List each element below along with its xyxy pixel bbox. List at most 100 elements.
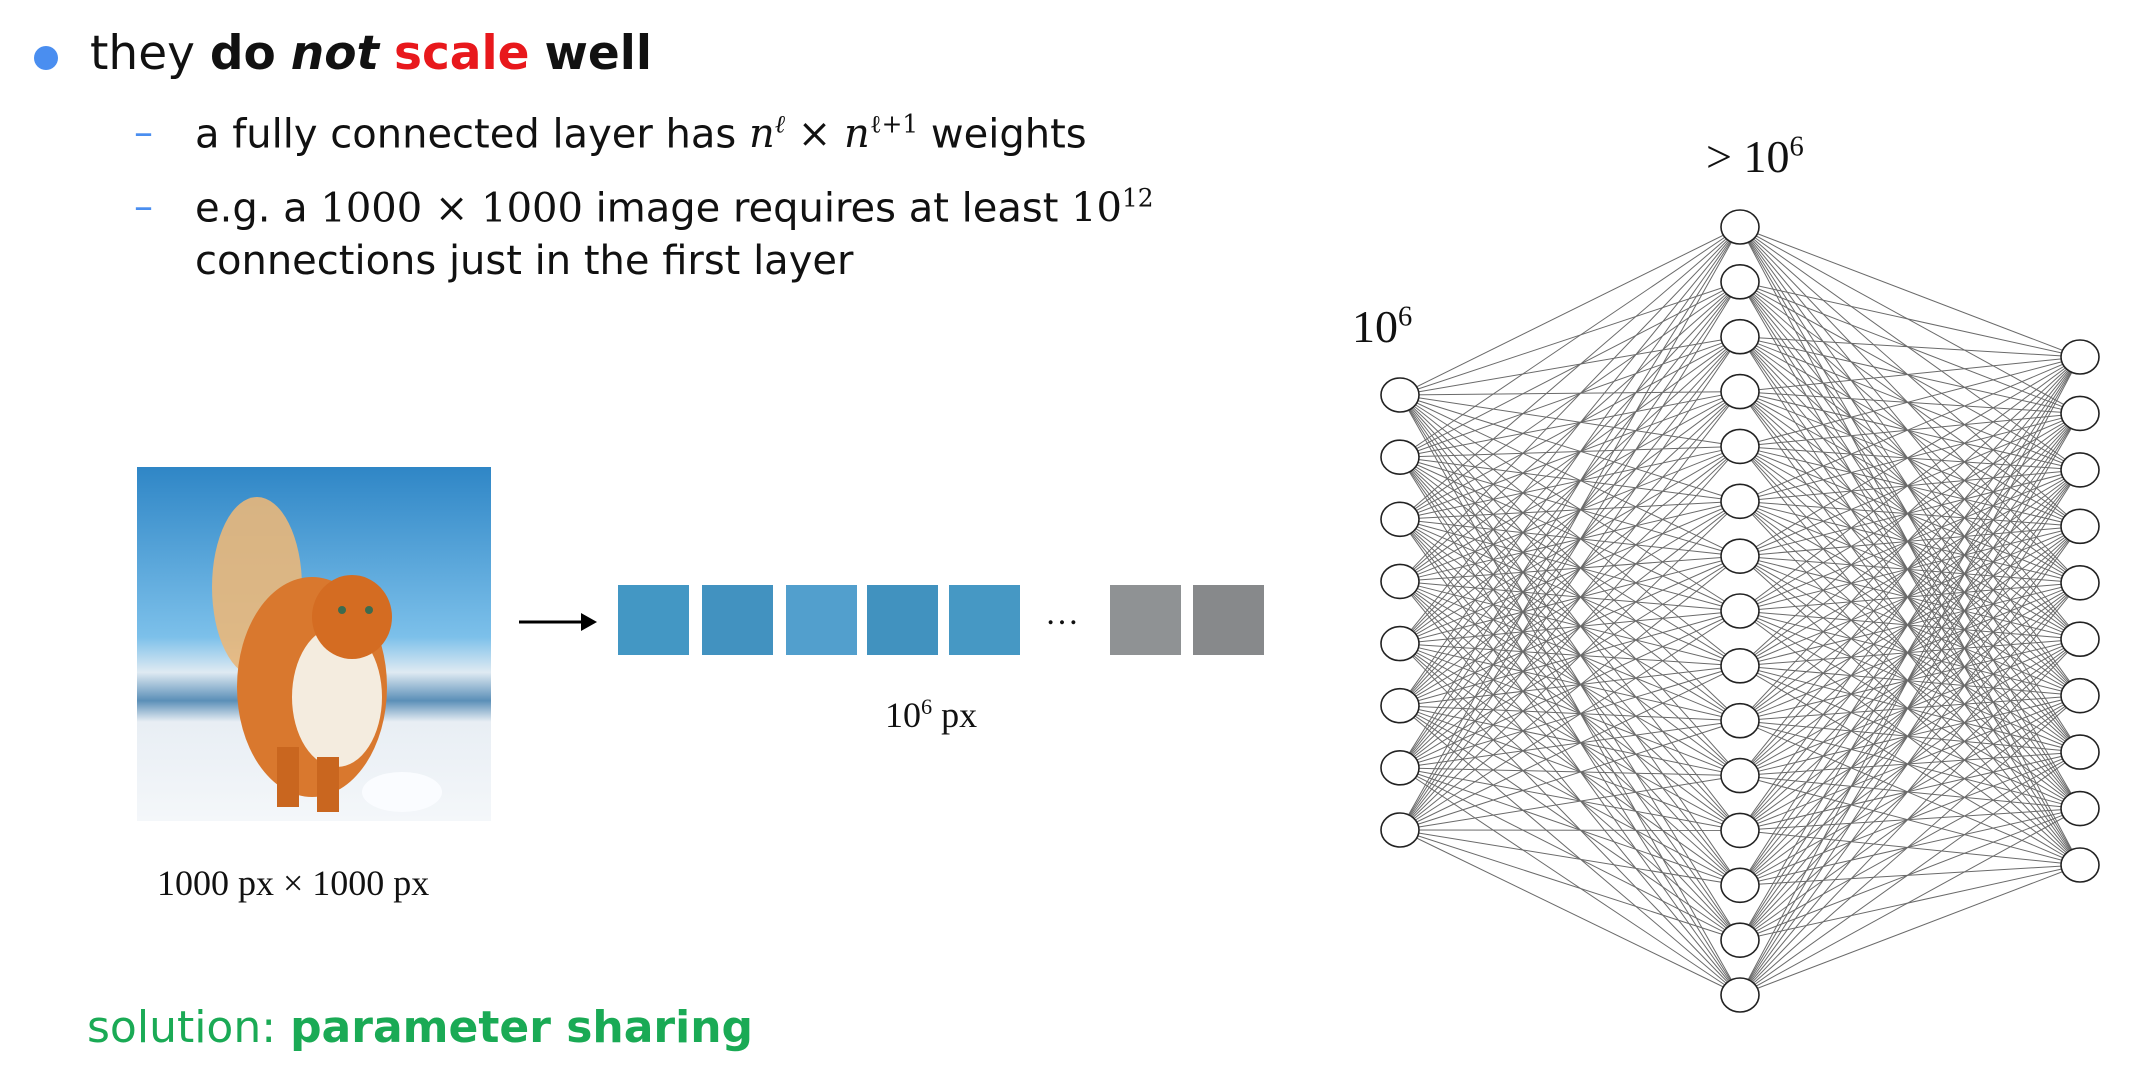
pixel-block-gray [1193,585,1264,655]
connection-edge [1739,445,2081,640]
connection-edge [1739,808,2081,886]
connection-edge [1399,518,1741,667]
connection-edge [1399,391,1741,582]
connection-edge [1399,394,1741,667]
connection-edge [1739,413,2081,612]
connection-edge [1739,391,2081,414]
connection-edge [1739,582,2081,667]
hidden-node [1720,483,1760,520]
connection-edge [1739,638,2081,831]
connection-edge [1739,336,2081,753]
connection-edge [1739,751,2081,941]
connection-edge [1399,226,1741,582]
connection-edge [1399,391,1741,831]
connection-edge [1399,394,1741,831]
connection-edge [1399,518,1741,941]
connection-edge [1739,555,2081,584]
hidden-node [1720,318,1760,355]
connection-edge [1739,336,2081,471]
connection-edge [1399,705,1741,831]
connection-edge [1399,226,1741,458]
connection-edge [1739,469,2081,667]
connection-edge [1739,555,2081,809]
connection-edge [1739,695,2081,777]
connection-edge [1739,356,2081,722]
connection-edge [1399,665,1741,769]
connection-edge [1399,829,1741,886]
hidden-node [1720,593,1760,629]
connection-edge [1399,518,1741,886]
connection-edge [1399,581,1741,996]
connection-edge [1399,394,1741,557]
arrow-icon [519,613,597,631]
connection-edge [1399,555,1741,769]
connection-edge [1399,456,1741,776]
connection-edge [1399,705,1741,941]
connection-edge [1399,643,1741,941]
output-node [2060,508,2100,545]
connection-edge [1399,705,1741,996]
connection-edge [1739,775,2081,866]
connection-edge [1739,751,2081,886]
connection-edge [1739,695,2081,996]
connection-edge [1739,391,2081,471]
connection-edge [1739,391,2081,527]
connection-edge [1399,456,1741,722]
hidden-node [1720,428,1760,465]
connection-edge [1739,582,2081,886]
text-scale: scale [393,26,530,81]
solution-line: solution: parameter sharing [87,1002,753,1053]
connection-edge [1739,500,2081,584]
connection-edge [1399,391,1741,707]
connection-edge [1739,356,2081,886]
hidden-node [1720,702,1760,739]
sub-bullet-2-line2: connections just in the first layer [195,238,854,284]
connection-edge [1399,580,1741,777]
connection-edge [1739,336,2081,584]
text-not: not [290,26,380,81]
connection-edge [1739,864,2081,941]
output-node [2060,395,2100,432]
connection-edge [1739,391,2081,640]
connection-edge [1399,391,1741,396]
connection-edge [1399,226,1741,396]
connection-edge [1739,226,2081,414]
connection-edge [1399,281,1741,644]
connection-edge [1399,456,1741,831]
hidden-node [1720,977,1760,1013]
math-n: n [748,111,775,158]
connection-edge [1739,610,2081,866]
sub2-exp: 12 [1122,184,1154,213]
connection-edge [1399,643,1741,886]
connection-edge [1739,695,2081,886]
connection-edge [1399,665,1741,831]
connection-edge [1739,413,2081,996]
connection-edge [1399,643,1741,667]
connection-edge [1739,413,2081,722]
sub1-after: weights [930,111,1087,158]
connection-edge [1399,643,1741,777]
input-layer-label: 106 [1352,300,1412,353]
sub2-base: 10 [1071,185,1122,232]
connection-edge [1739,582,2081,996]
hidden-label-exp: 6 [1789,131,1804,163]
connection-edge [1739,445,2081,584]
connection-edge [1399,581,1741,831]
input-label-exp: 6 [1398,301,1413,333]
input-node [1380,501,1420,538]
connection-edge [1399,446,1741,831]
connection-edge [1399,446,1741,707]
connection-edge [1739,413,2081,667]
connection-edge [1399,456,1741,886]
connection-edge [1399,394,1741,502]
connection-edge [1399,456,1741,612]
connection-edge [1399,580,1741,612]
connection-edge [1399,720,1741,831]
connection-edge [1739,582,2081,722]
connection-edge [1739,446,2081,809]
connection-edge [1739,336,2081,414]
connection-edge [1399,581,1741,886]
connection-edge [1399,705,1741,722]
pixel-block [786,585,857,655]
